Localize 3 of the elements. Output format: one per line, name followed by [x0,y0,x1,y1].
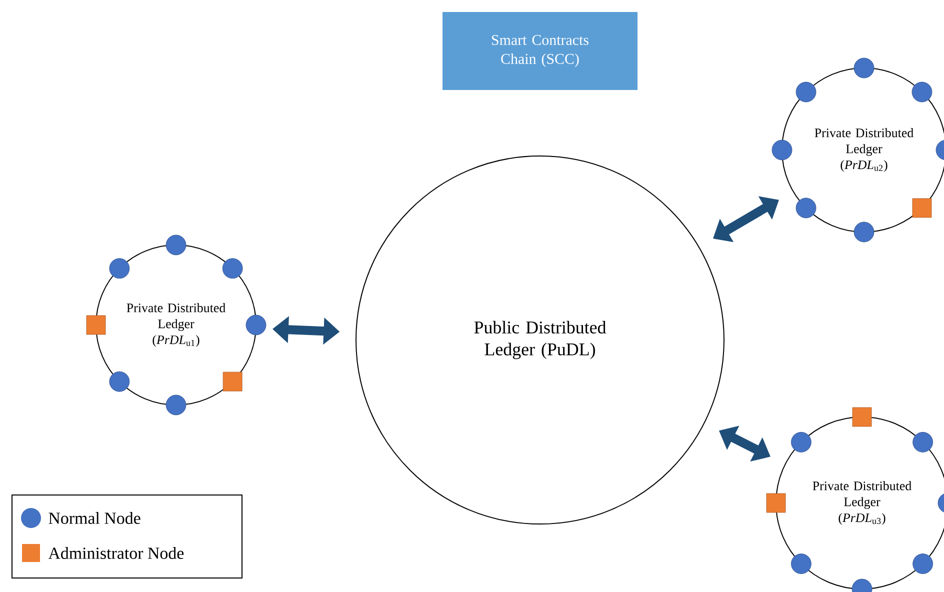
legend-label: Normal Node [48,512,140,524]
contract-chain-box: Smart Contracts Chain (SCC) [442,12,638,90]
legend-label: Administrator Node [48,547,184,559]
